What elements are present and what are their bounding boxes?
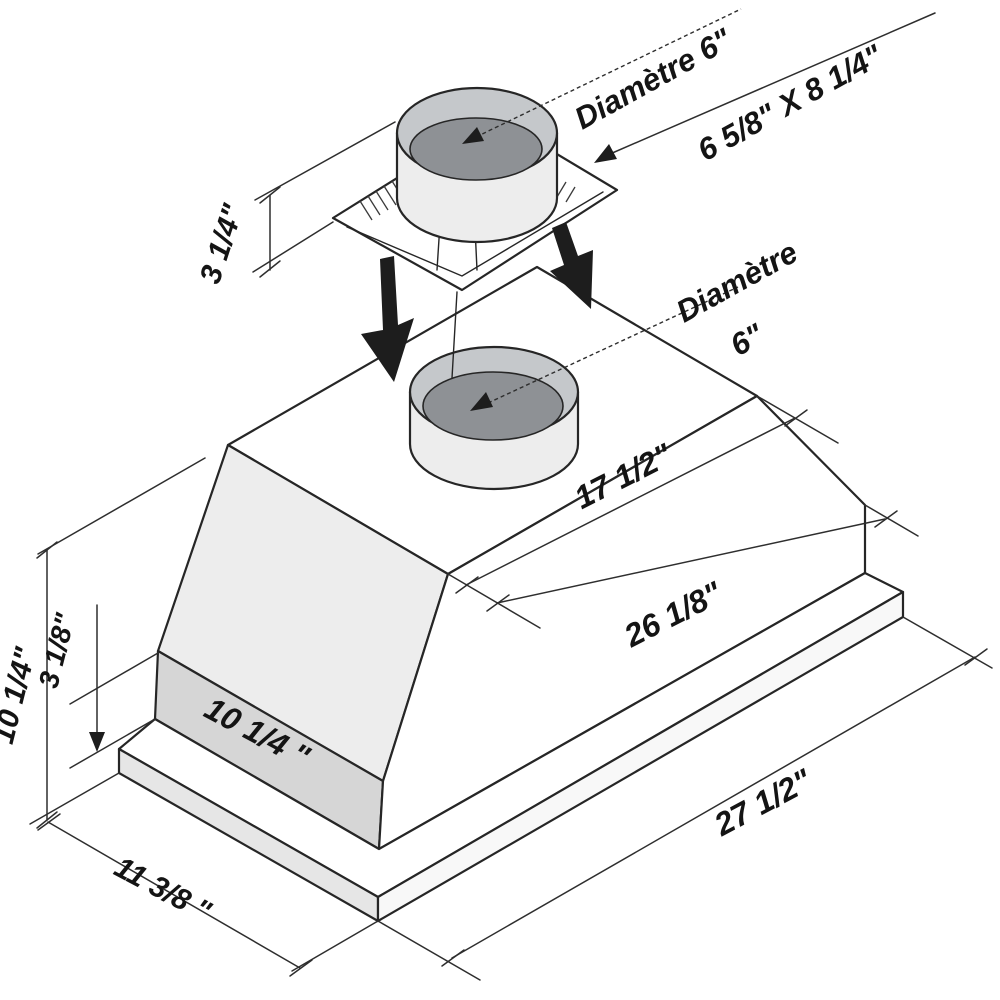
flange-depth-label: 11 3/8 " (109, 851, 217, 929)
mounting-arrow-left-icon (361, 256, 414, 382)
flange-length-label: 27 1/2" (708, 762, 818, 844)
leader-arrowhead (470, 392, 493, 411)
adapter-collar (395, 86, 559, 244)
dimension-arrowhead (594, 144, 617, 163)
adapter-plate-inner-edge (346, 191, 604, 277)
adapter-drop-line (451, 291, 458, 379)
hood-collar-opening (422, 371, 564, 441)
dim-adapter-duct-diameter: Diamètre 6" (462, 8, 742, 144)
adapter-duct-diameter-label: Diamètre 6" (569, 21, 739, 136)
hood-body (117, 265, 905, 923)
adapter-height-label: 3 1/4" (194, 200, 251, 288)
total-height-label: 10 1/4" (0, 644, 43, 747)
band-height-label: 3 1/8" (33, 610, 82, 692)
hood-duct-collar (408, 345, 580, 491)
leader-arrowhead (462, 127, 484, 144)
mounting-arrow-right-icon (550, 222, 593, 309)
hood-duct-diameter-value: 6" (724, 316, 770, 363)
adapter-collar-opening (409, 117, 543, 181)
dimension-arrowhead (89, 732, 105, 752)
hood-duct-diameter-word: Diamètre (670, 234, 803, 329)
